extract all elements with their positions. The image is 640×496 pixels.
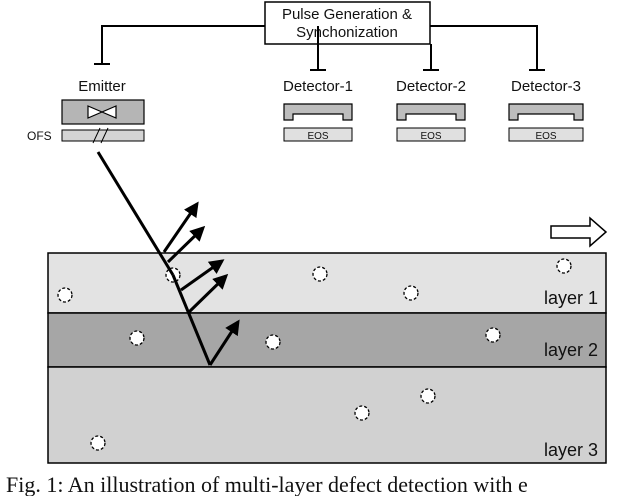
reflected-wave-5 (208, 319, 240, 366)
defect-marker (90, 435, 106, 451)
defect-marker (57, 287, 73, 303)
detector-3: Detector-3 EOS (508, 78, 584, 142)
reflected-wave-3 (180, 259, 225, 292)
detector-2-sensor: EOS (420, 131, 441, 142)
layer-1-label: layer 1 (544, 288, 598, 308)
pulse-generation-box: Pulse Generation & Synchonization (264, 1, 431, 45)
motion-direction-arrow-icon (550, 216, 608, 248)
refracted-wave (171, 274, 212, 366)
pulse-box-title-line2: Synchonization (296, 24, 398, 41)
material-layers: layer 1 layer 2 layer 3 (47, 252, 607, 464)
detector-3-sensor: EOS (535, 131, 556, 142)
wave-paths (96, 151, 240, 366)
emitter-label: Emitter (78, 78, 126, 95)
ofs-label: OFS (27, 129, 52, 143)
detector-2: Detector-2 EOS (396, 78, 466, 142)
defect-marker (354, 405, 370, 421)
defect-marker (556, 258, 572, 274)
emitter-bowtie-icon (87, 105, 117, 119)
incident-wave (96, 151, 175, 276)
detector-1-sensor: EOS (307, 131, 328, 142)
layer-2-label: layer 2 (544, 340, 598, 360)
detector-2-label: Detector-2 (396, 78, 466, 95)
defect-marker (485, 327, 501, 343)
defect-marker (312, 266, 328, 282)
pulse-box-title-line1: Pulse Generation & (282, 6, 412, 23)
defect-marker (420, 388, 436, 404)
detector-1: Detector-1 EOS (283, 78, 353, 142)
reflected-wave-2 (166, 225, 206, 264)
detector-2-head (396, 103, 466, 121)
defect-marker (403, 285, 419, 301)
layer-3-label: layer 3 (544, 440, 598, 460)
defect-marker (129, 330, 145, 346)
layer-3 (47, 366, 607, 464)
emitter: Emitter OFS (27, 78, 145, 144)
control-wiring (94, 25, 545, 71)
detector-3-label: Detector-3 (511, 78, 581, 95)
layer-1 (47, 252, 607, 314)
reflected-wave-1 (162, 201, 199, 253)
detector-1-head (283, 103, 353, 121)
detector-1-label: Detector-1 (283, 78, 353, 95)
detector-3-head (508, 103, 584, 121)
figure-caption: Fig. 1: An illustration of multi-layer d… (6, 474, 528, 496)
ofs-fiber-bar (61, 129, 145, 142)
reflected-wave-4 (186, 273, 229, 315)
defects (57, 258, 572, 451)
defect-marker (265, 334, 281, 350)
